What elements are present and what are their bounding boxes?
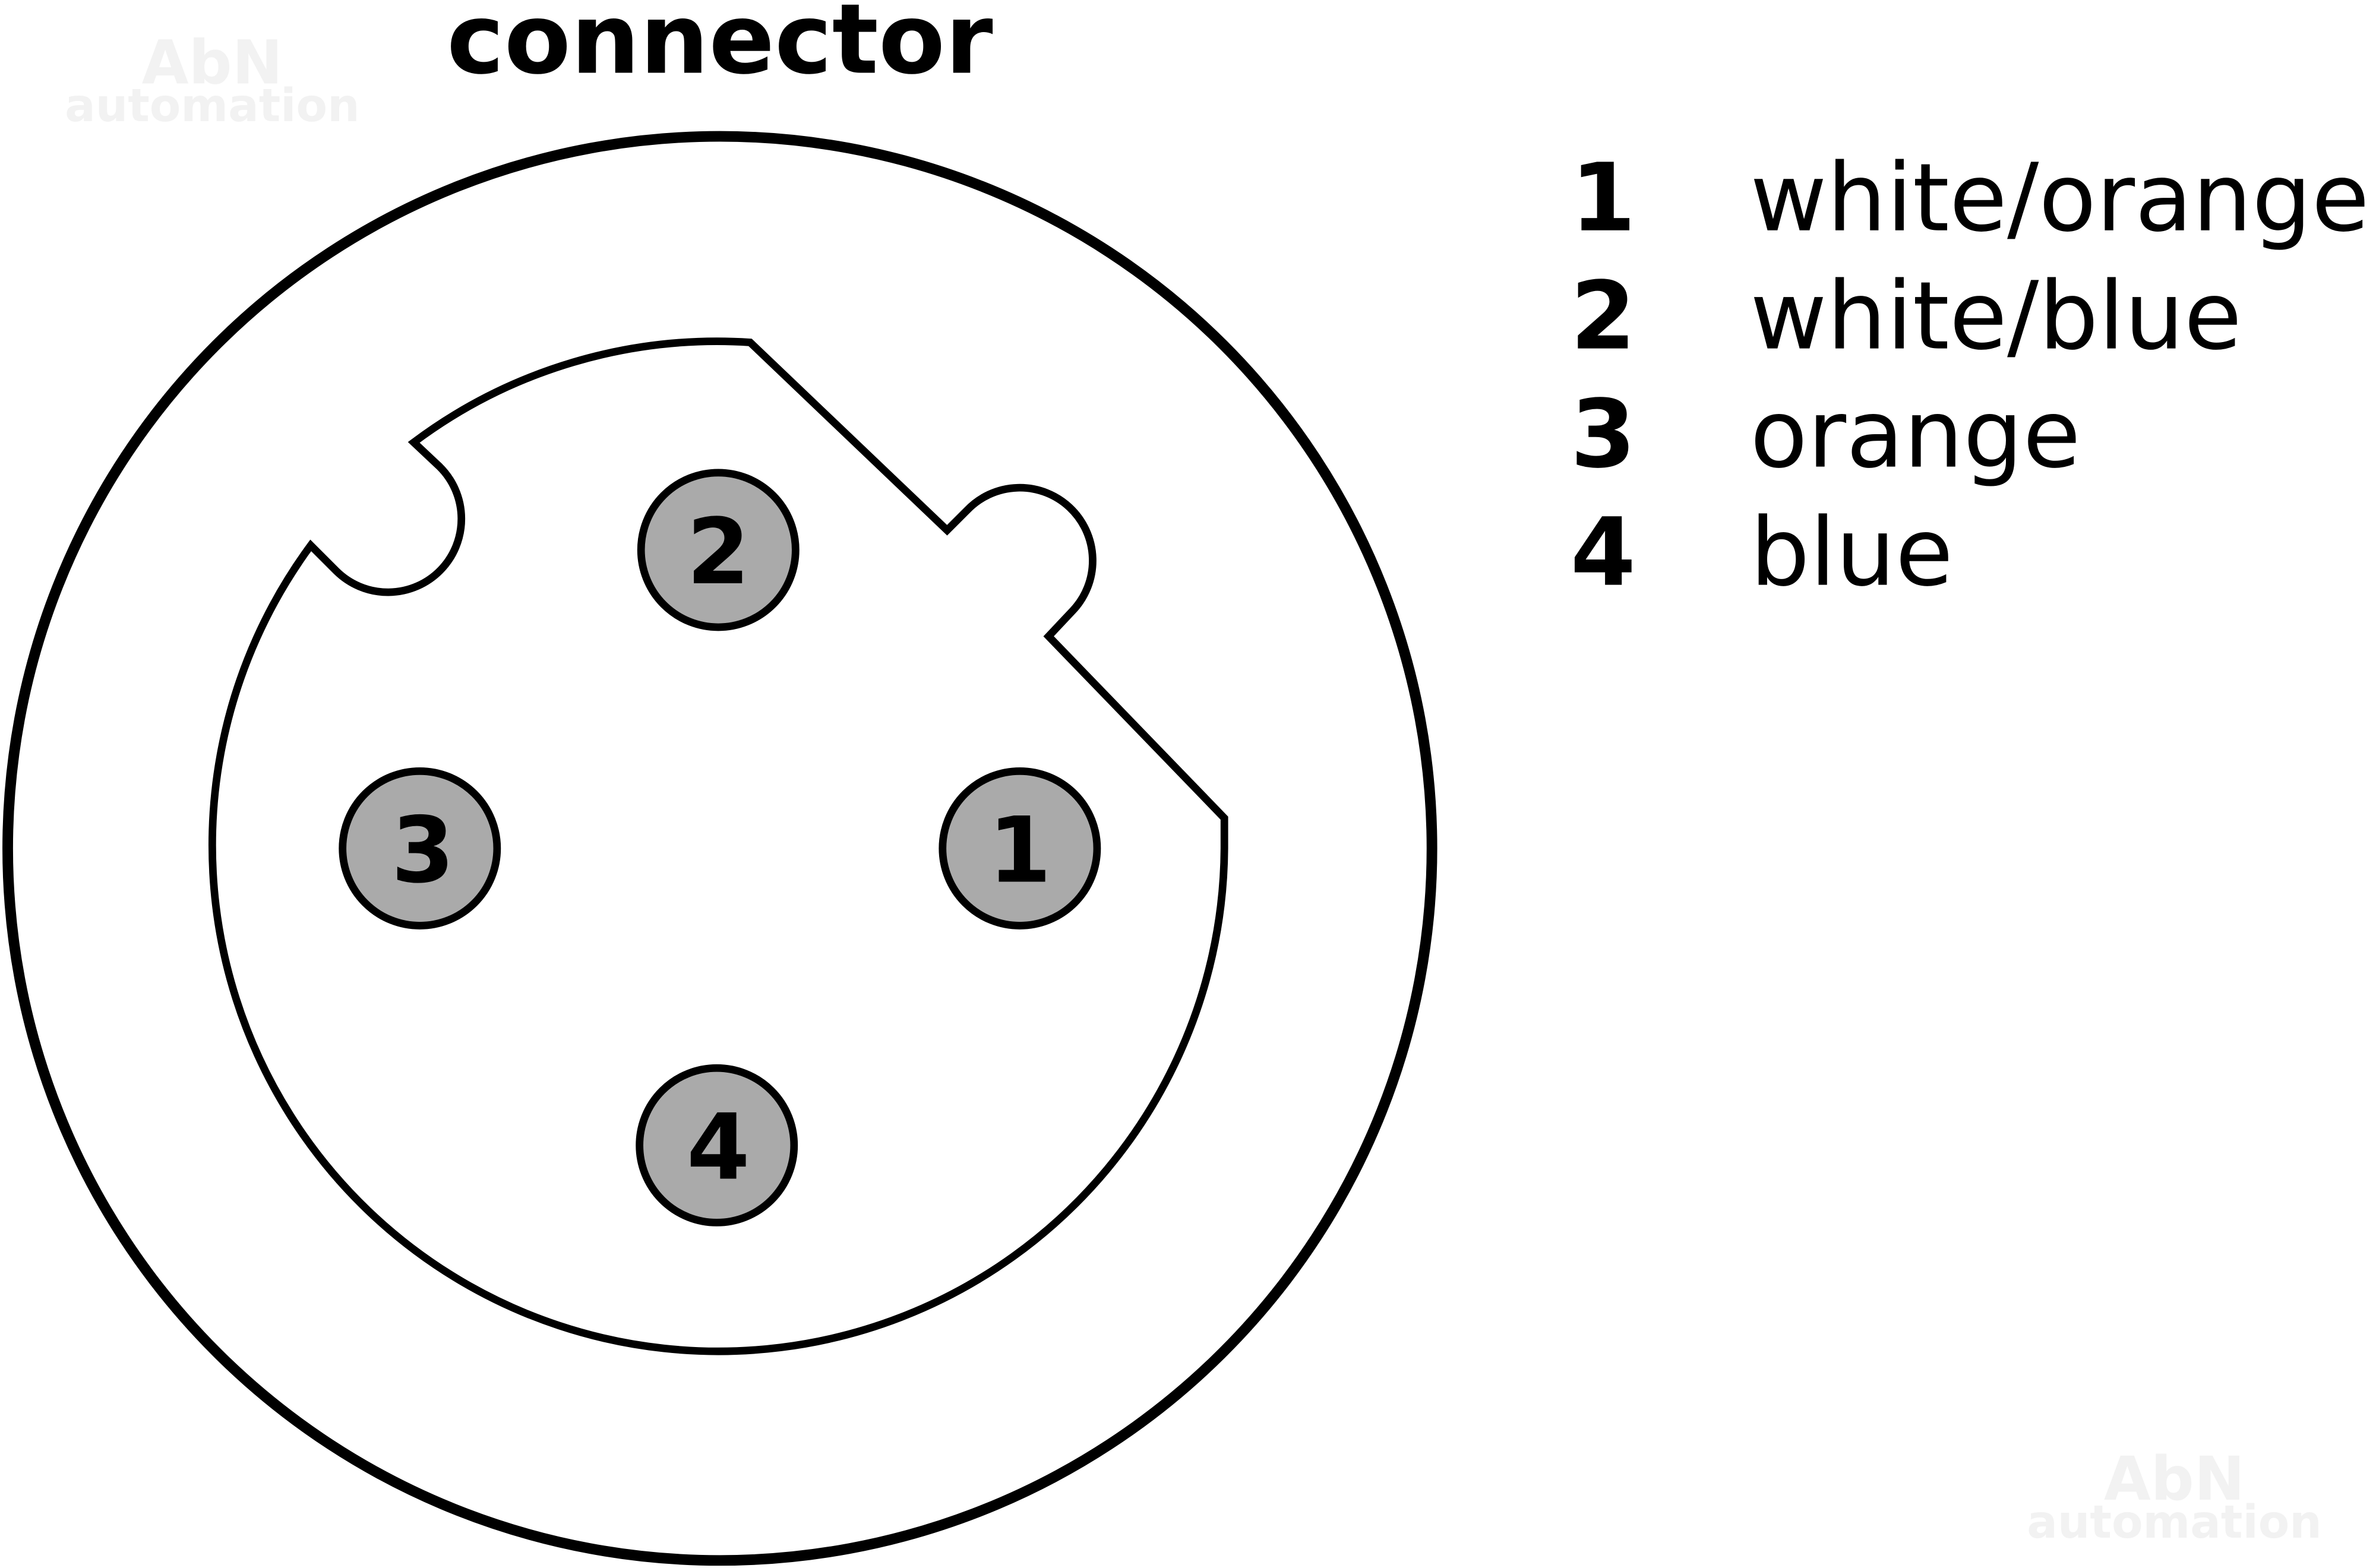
legend-label-1: white/orange (1750, 144, 2369, 253)
pin-2-label: 2 (687, 500, 750, 605)
watermark-bottom-sub: automation (2027, 1496, 2321, 1549)
pin-1: 1 (939, 767, 1101, 930)
legend: 1 white/orange 2 white/blue 3 orange 4 b… (1571, 144, 2369, 608)
legend-label-2: white/blue (1750, 262, 2242, 371)
legend-number-4: 4 (1571, 498, 1636, 608)
pin-2: 2 (637, 469, 800, 631)
pin-4-label: 4 (687, 1095, 750, 1200)
legend-label-4: blue (1750, 498, 1953, 608)
watermark-bottom-logo: AbN (2104, 1444, 2245, 1515)
connector-outer-ring (2, 131, 1437, 1566)
pin-4: 4 (636, 1064, 798, 1226)
watermark-top-logo: AbN (142, 27, 283, 98)
pin-1-label: 1 (988, 798, 1051, 904)
diagram-title: connector (447, 0, 993, 96)
legend-number-2: 2 (1571, 262, 1636, 371)
legend-label-3: orange (1750, 380, 2081, 489)
legend-number-3: 3 (1571, 380, 1636, 489)
legend-number-1: 1 (1571, 144, 1636, 253)
watermark-top-sub: automation (65, 80, 359, 132)
pin-3-label: 3 (391, 798, 454, 904)
pin-3: 3 (339, 767, 501, 930)
connector-keyed-insert (208, 337, 1228, 1355)
